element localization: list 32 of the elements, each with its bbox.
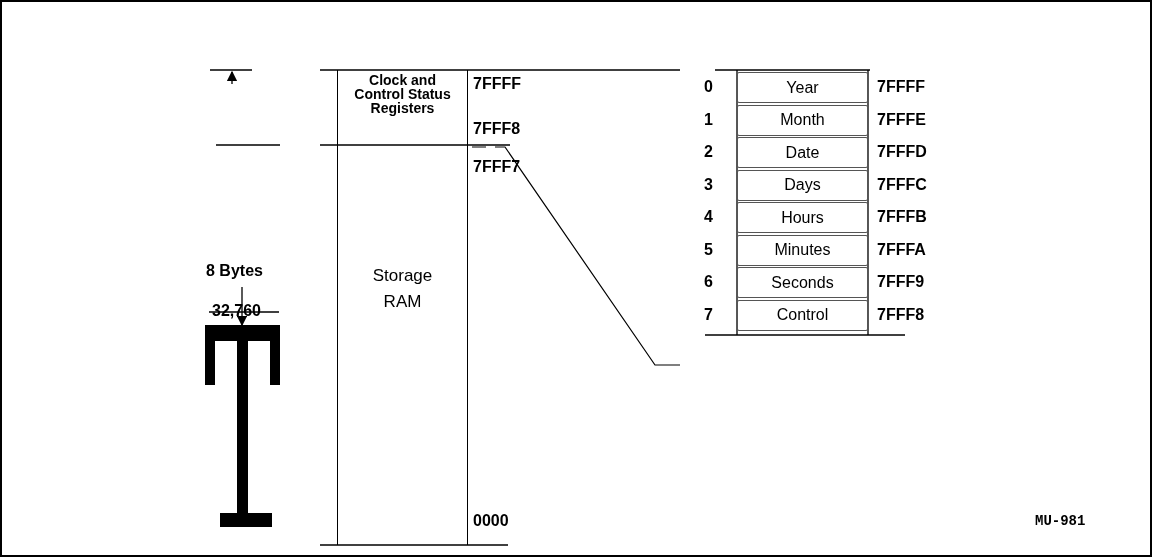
address-label: 7FFF8 bbox=[877, 305, 925, 324]
register-cell: Year bbox=[737, 72, 868, 103]
register-cell: Control bbox=[737, 299, 868, 331]
register-index: 0 bbox=[704, 78, 713, 96]
address-label: 0000 bbox=[473, 512, 509, 530]
register-cell: Month bbox=[737, 104, 868, 136]
register-cell: Hours bbox=[737, 202, 868, 233]
dimension-label: 8 Bytes bbox=[206, 262, 263, 280]
register-cell: Days bbox=[737, 169, 868, 201]
address-label: 7FFFF bbox=[877, 78, 925, 96]
register-index: 7 bbox=[704, 305, 713, 324]
register-index: 2 bbox=[704, 143, 713, 161]
register-index: 3 bbox=[704, 175, 713, 194]
register-cell: Seconds bbox=[737, 267, 868, 298]
block-label: Clock and Control Status Registers bbox=[353, 73, 452, 115]
register-index: 6 bbox=[704, 273, 713, 291]
register-index: 4 bbox=[704, 208, 713, 226]
address-label: 7FFFD bbox=[877, 143, 927, 161]
address-label: 7FFF7 bbox=[473, 158, 521, 176]
address-label: 7FFF8 bbox=[473, 120, 521, 138]
register-cell: Date bbox=[737, 137, 868, 168]
address-label: 7FFFA bbox=[877, 240, 926, 259]
address-label: 7FFFF bbox=[473, 75, 521, 93]
figure-code: MU-981 bbox=[1035, 512, 1086, 530]
register-index: 5 bbox=[704, 240, 713, 259]
address-label: 7FFF9 bbox=[877, 273, 925, 291]
block-label: Storage RAM bbox=[371, 265, 434, 313]
address-label: 7FFFE bbox=[877, 110, 926, 129]
register-index: 1 bbox=[704, 110, 713, 129]
address-label: 7FFFC bbox=[877, 175, 927, 194]
register-cell: Minutes bbox=[737, 234, 868, 266]
address-label: 7FFFB bbox=[877, 208, 927, 226]
